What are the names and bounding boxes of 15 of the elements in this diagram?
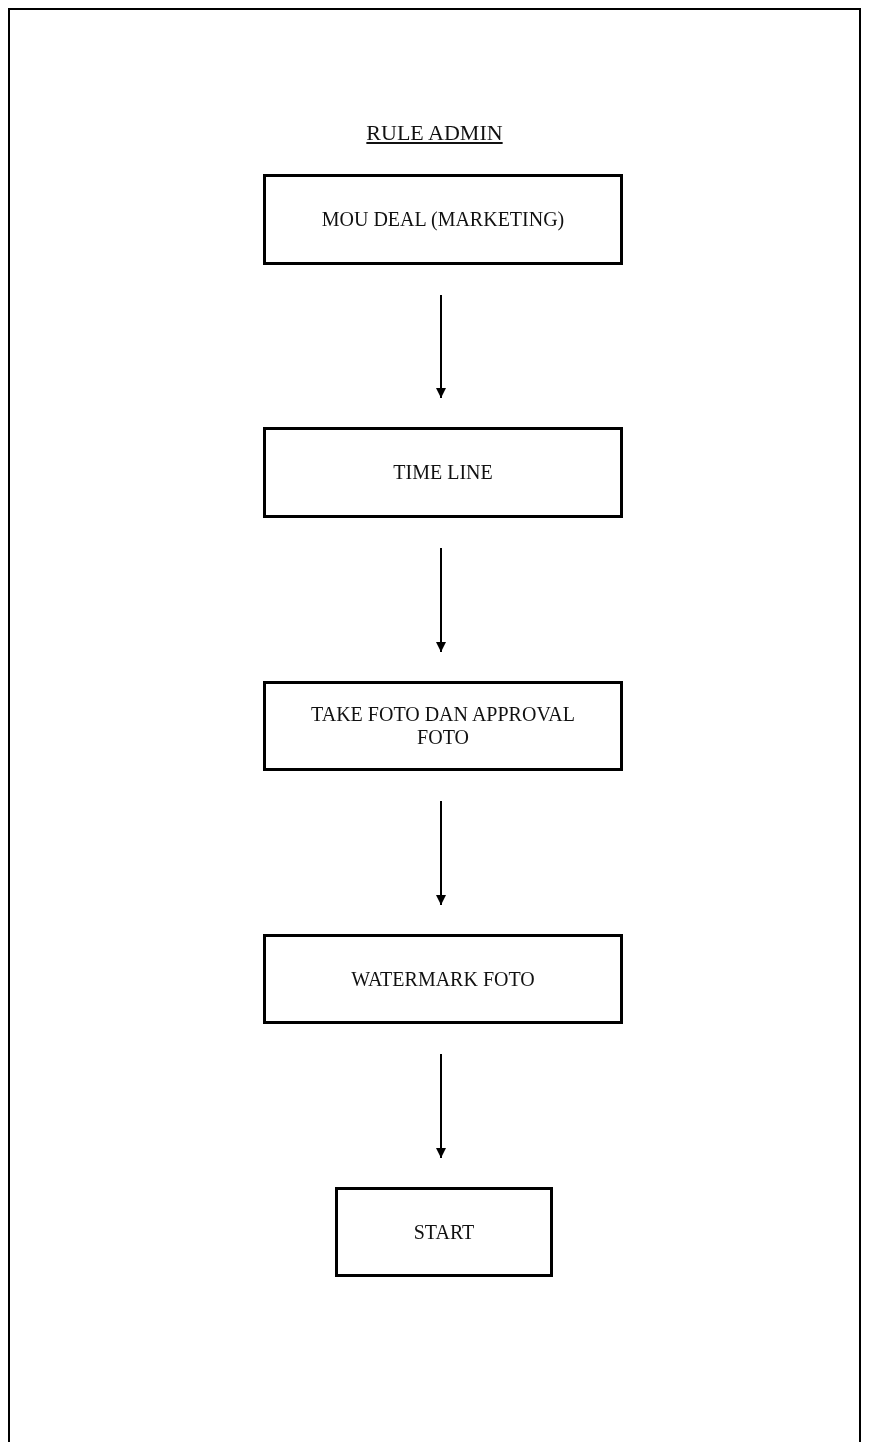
process-box [263, 427, 623, 518]
arrow [436, 1053, 446, 1159]
process-box [335, 1187, 553, 1277]
box-label: MOU DEAL (MARKETING) [320, 208, 566, 231]
process-box [263, 681, 623, 771]
arrow [436, 800, 446, 906]
arrow [436, 294, 446, 399]
box-label: TAKE FOTO DAN APPROVAL FOTO [310, 703, 576, 749]
arrow [436, 547, 446, 653]
box-label: TIME LINE [392, 461, 494, 484]
diagram-title: RULE ADMIN [366, 120, 503, 145]
process-box [263, 174, 623, 265]
box-label: START [412, 1220, 476, 1244]
box-label: WATERMARK FOTO [350, 967, 536, 991]
process-box [263, 934, 623, 1024]
